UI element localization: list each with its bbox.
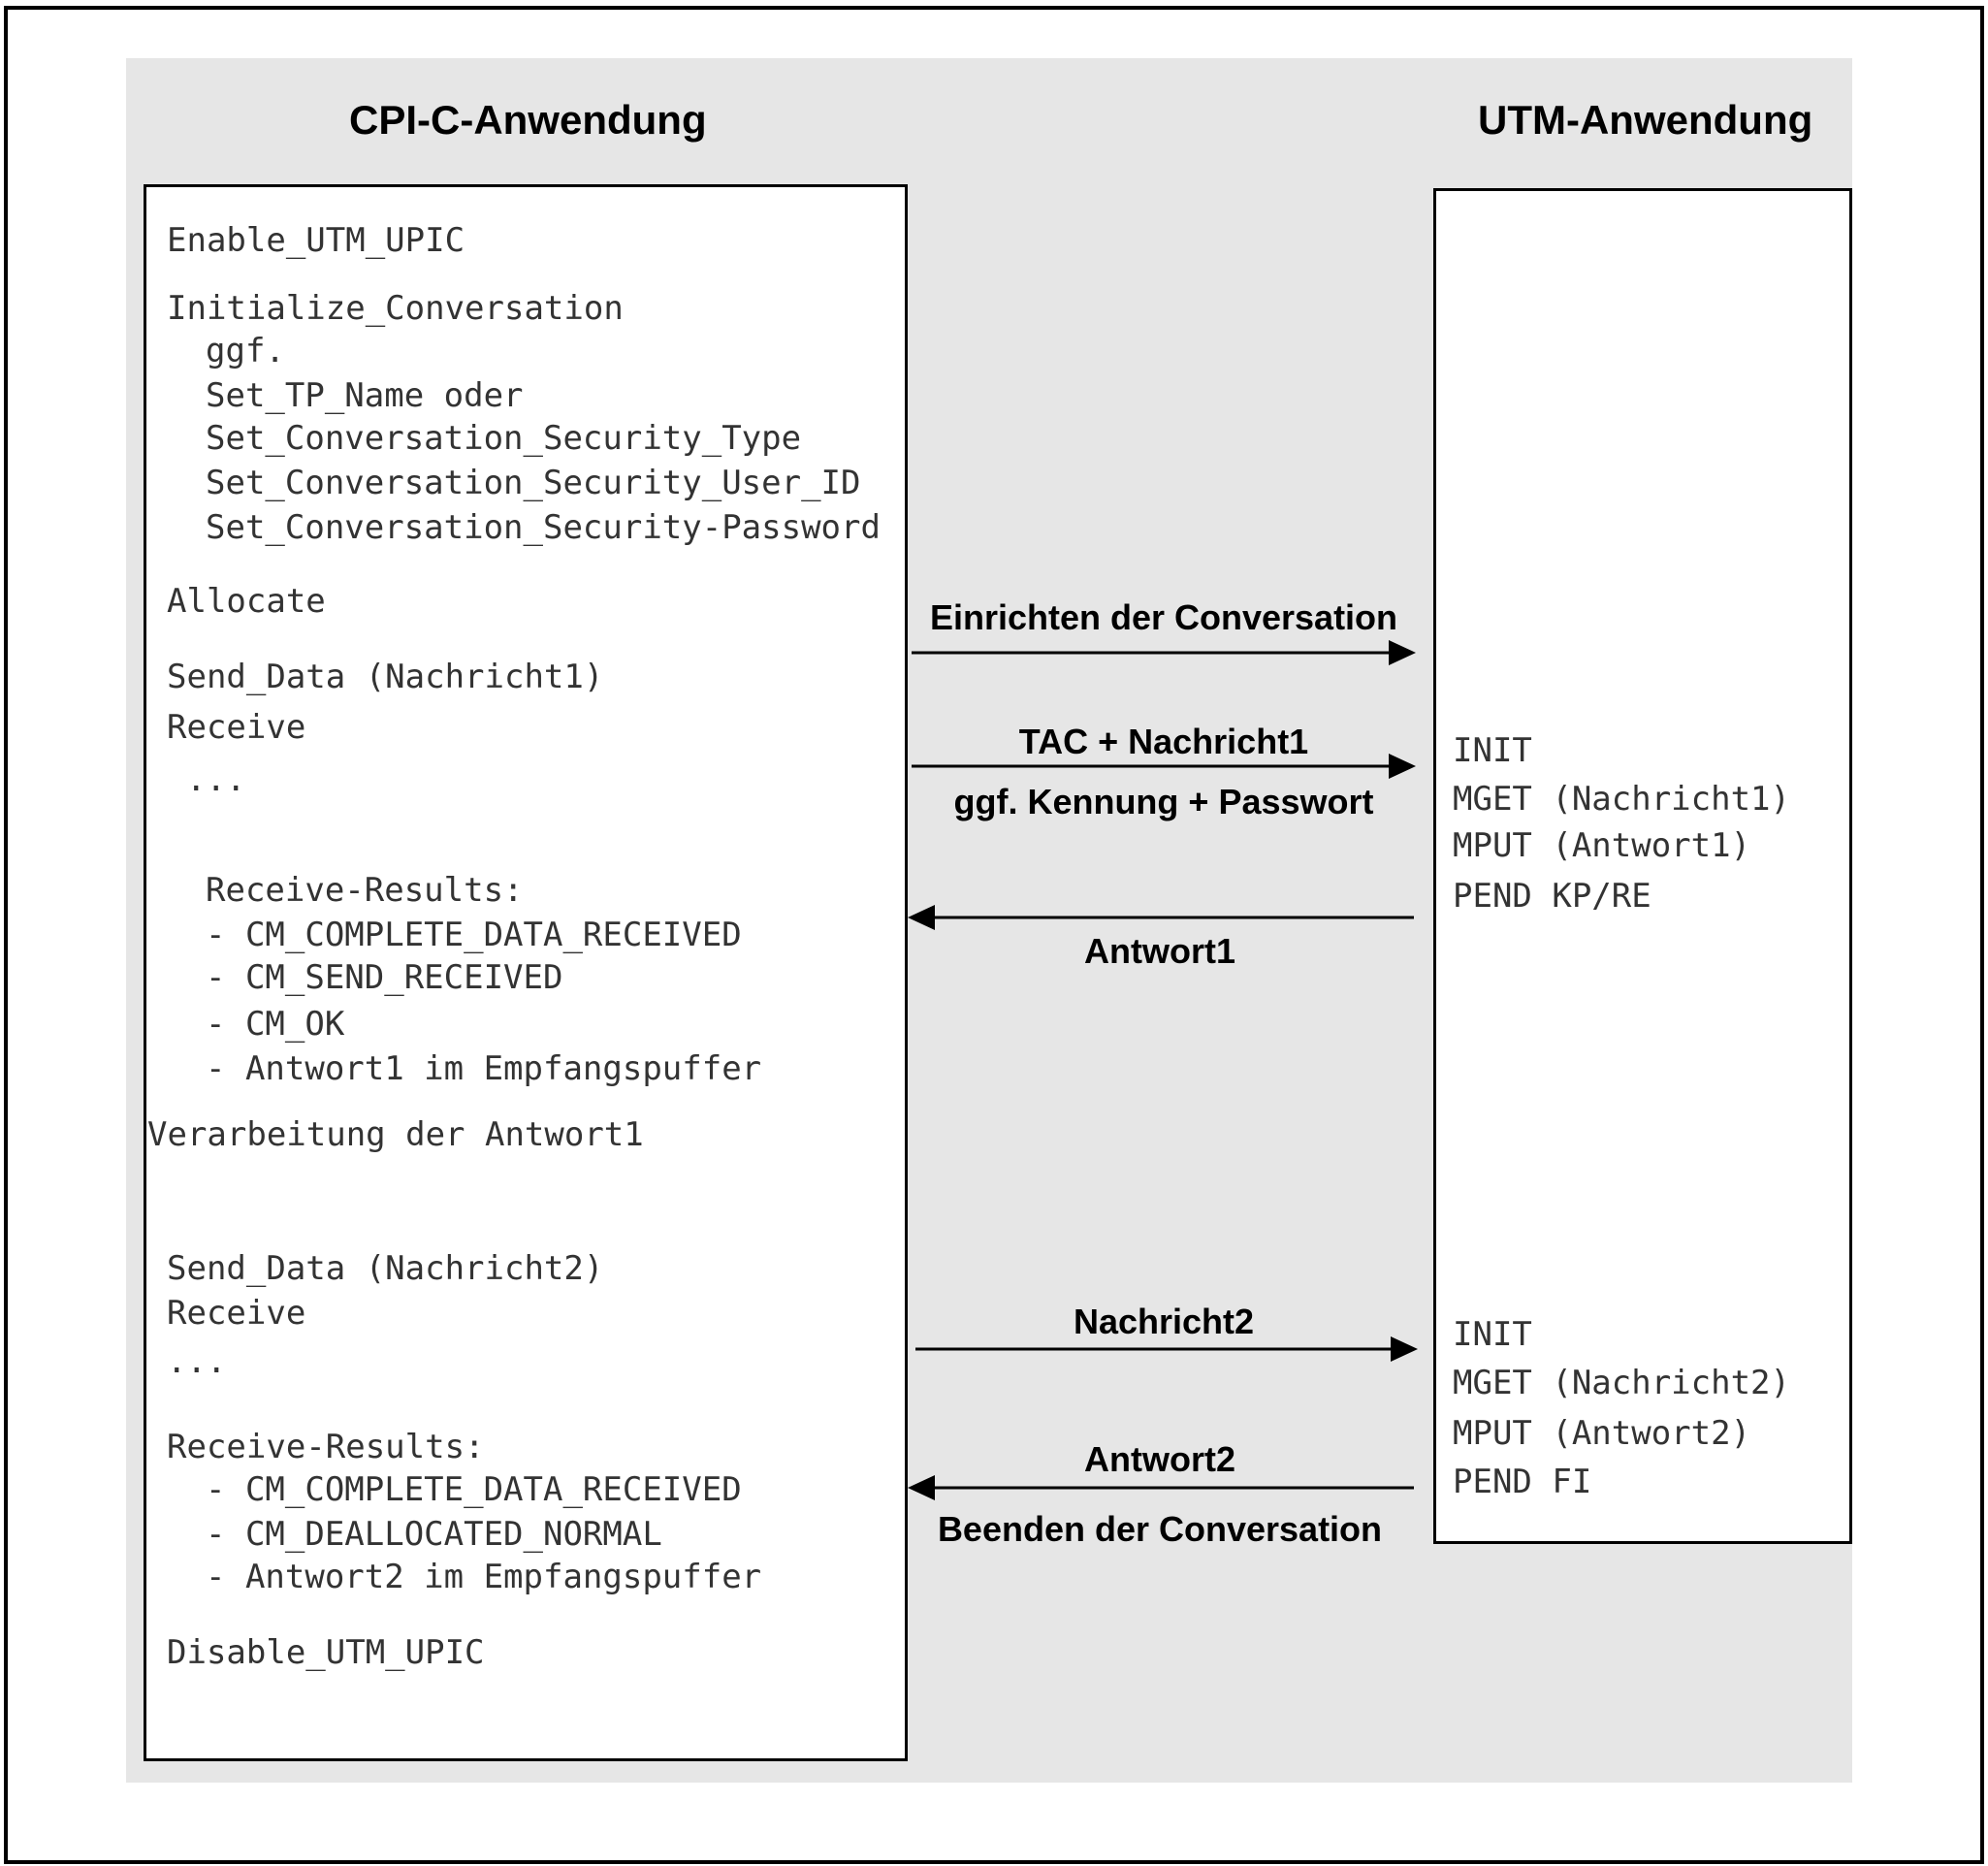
heading-utm: UTM-Anwendung	[1478, 97, 1813, 143]
utm-line: PEND FI	[1453, 1463, 1592, 1501]
utm-line: MGET (Nachricht2)	[1453, 1364, 1790, 1402]
arrow-tac	[912, 754, 1416, 779]
label-nachricht2: Nachricht2	[1073, 1302, 1255, 1341]
heading-cpic: CPI-C-Anwendung	[349, 97, 707, 143]
code-line: Set_Conversation_Security_Type	[206, 419, 802, 458]
arrow-antwort2	[908, 1475, 1414, 1500]
utm-line: PEND KP/RE	[1453, 877, 1651, 916]
label-kennung: ggf. Kennung + Passwort	[953, 782, 1374, 821]
arrow-antwort1	[908, 905, 1414, 930]
code-line: - CM_COMPLETE_DATA_RECEIVED	[206, 916, 742, 954]
label-setup: Einrichten der Conversation	[929, 597, 1398, 637]
code-line: Send_Data (Nachricht1)	[167, 658, 604, 696]
utm-line: MPUT (Antwort1)	[1453, 826, 1751, 865]
label-tac: TAC + Nachricht1	[1018, 722, 1309, 761]
cpic-application-box	[144, 184, 908, 1761]
code-line: - CM_SEND_RECEIVED	[206, 958, 563, 997]
utm-line: MGET (Nachricht1)	[1453, 780, 1790, 819]
code-line: Allocate	[167, 582, 326, 621]
code-line: ...	[167, 1342, 227, 1381]
code-line: Set_Conversation_Security-Password	[206, 508, 881, 547]
code-line: ggf.	[206, 332, 285, 370]
arrow-nachricht2	[915, 1336, 1418, 1362]
code-line: Send_Data (Nachricht2)	[167, 1249, 604, 1288]
utm-application-box	[1433, 188, 1852, 1544]
arrow-setup	[912, 640, 1416, 665]
code-line: Set_Conversation_Security_User_ID	[206, 464, 861, 502]
code-line: - CM_COMPLETE_DATA_RECEIVED	[206, 1470, 742, 1509]
code-line: ...	[186, 760, 246, 799]
utm-line: INIT	[1453, 731, 1532, 770]
code-line: Enable_UTM_UPIC	[167, 221, 465, 260]
code-line: Initialize_Conversation	[167, 289, 624, 328]
code-line: Set_TP_Name oder	[206, 376, 524, 415]
code-line: Receive	[167, 708, 306, 747]
code-line: Receive-Results:	[167, 1428, 485, 1466]
code-line: - Antwort1 im Empfangspuffer	[206, 1049, 762, 1088]
utm-line: INIT	[1453, 1315, 1532, 1354]
code-line: Receive-Results:	[206, 871, 524, 910]
label-antwort1: Antwort1	[1084, 931, 1235, 971]
code-line: Verarbeitung der Antwort1	[147, 1115, 644, 1154]
code-line: - CM_OK	[206, 1005, 345, 1044]
code-line: - Antwort2 im Empfangspuffer	[206, 1558, 762, 1596]
code-line: Disable_UTM_UPIC	[167, 1633, 485, 1672]
label-end: Beenden der Conversation	[937, 1509, 1383, 1549]
utm-line: MPUT (Antwort2)	[1453, 1414, 1751, 1453]
label-antwort2: Antwort2	[1084, 1439, 1235, 1479]
code-line: Receive	[167, 1294, 306, 1333]
code-line: - CM_DEALLOCATED_NORMAL	[206, 1515, 662, 1554]
